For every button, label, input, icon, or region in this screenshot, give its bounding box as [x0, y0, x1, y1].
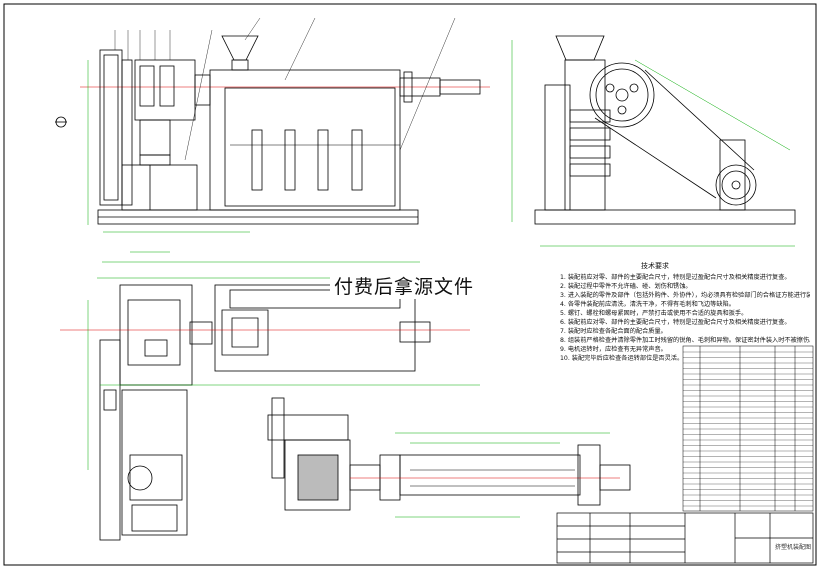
- requirement-item: 6. 装配前应对零、部件的主要配合尺寸，特别是过盈配合尺寸及相关精度进行复查。: [560, 319, 791, 326]
- technical-requirements: 技术要求 1. 装配前应对零、部件的主要配合尺寸，特别是过盈配合尺寸及相关精度进…: [560, 262, 810, 363]
- watermark-text: 付费后拿源文件: [330, 272, 479, 299]
- side-view-dimensions: [511, 40, 795, 247]
- front-view-dimensions: [87, 60, 420, 263]
- parts-list-rows: [683, 351, 813, 507]
- section-view-dimensions: [395, 432, 610, 518]
- technical-requirements-title: 技术要求: [641, 262, 669, 270]
- title-block: [556, 512, 814, 564]
- requirement-item: 3. 进入装配的零件及部件（包括外购件、外协件），均必须具有检验部门的合格证方能…: [560, 292, 810, 299]
- requirement-item: 8. 组装前严格检查并清除零件加工时残留的锐角、毛刺和异物。保证密封件装入时不被…: [560, 337, 810, 344]
- top-view: [60, 284, 470, 541]
- requirement-item: 5. 螺钉、螺栓和螺母紧固时，严禁打击或使用不合适的旋具和扳手。: [560, 310, 748, 317]
- drawing-name: 挤塑机装配图: [775, 544, 812, 551]
- requirement-item: 2. 装配过程中零件不允许磕、碰、划伤和锈蚀。: [560, 283, 692, 290]
- front-view-leaders: [114, 17, 456, 161]
- requirement-item: 4. 各零件装配前应清洗，清洗干净，不得有毛刺和飞边等缺陷。: [560, 301, 735, 308]
- side-view: [534, 35, 796, 225]
- requirement-item: 10. 装配完毕后应检查各运转部位是否灵活。: [560, 355, 684, 362]
- front-view: [55, 35, 490, 225]
- drawing-frame: [3, 3, 817, 566]
- top-view-dimensions: [87, 277, 480, 470]
- parts-list: [682, 345, 814, 512]
- requirement-item: 7. 装配时应检查各配合面的配合质量。: [560, 328, 667, 335]
- requirement-item: 1. 装配前应对零、部件的主要配合尺寸，特别是过盈配合尺寸及相关精度进行复查。: [560, 274, 791, 281]
- section-view: [267, 397, 631, 511]
- requirement-item: 9. 电机运转时，应检查有无异常声音。: [560, 346, 667, 353]
